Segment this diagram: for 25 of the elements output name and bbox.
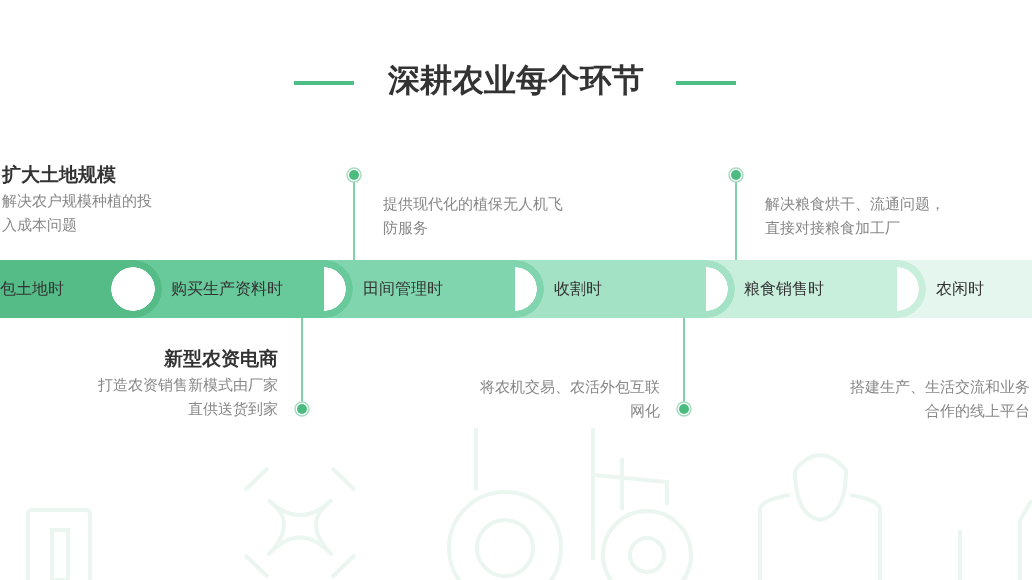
stage-label: 农闲时 — [936, 278, 984, 300]
timeline-segment — [133, 260, 324, 318]
timeline-segment — [515, 260, 706, 318]
leader-line — [735, 181, 737, 261]
callout-heading: 新型农资电商 — [163, 346, 278, 371]
leader-line — [353, 181, 355, 261]
timeline-segment — [324, 260, 515, 318]
timeline-segment — [897, 260, 1032, 318]
callout-description: 解决粮食烘干、流通问题，直接对接粮食加工厂 — [765, 194, 946, 239]
stage-label: 粮食销售时 — [744, 278, 824, 300]
callout-description: 将农机交易、农活外包互联网化 — [479, 377, 660, 422]
stage-label: 收割时 — [554, 278, 602, 300]
timeline-segment — [706, 260, 897, 318]
stage-label: 田间管理时 — [363, 278, 443, 300]
leader-line — [301, 317, 303, 403]
title: 深耕农业每个环节 — [388, 61, 644, 99]
stage-label: 购买生产资料时 — [171, 278, 283, 300]
timeline-segment — [0, 260, 133, 318]
callout-description: 搭建生产、生活交流和业务合作的线上平台 — [849, 377, 1030, 422]
callout-description: 解决农户规模种植的投入成本问题 — [2, 191, 153, 236]
stage-label: 包土地时 — [0, 278, 64, 300]
callout-heading: 扩大土地规模 — [2, 162, 117, 187]
leader-line — [683, 317, 685, 403]
callout-description: 提供现代化的植保无人机飞防服务 — [383, 194, 564, 239]
callout-description: 打造农资销售新模式由厂家直供送货到家 — [97, 375, 278, 420]
